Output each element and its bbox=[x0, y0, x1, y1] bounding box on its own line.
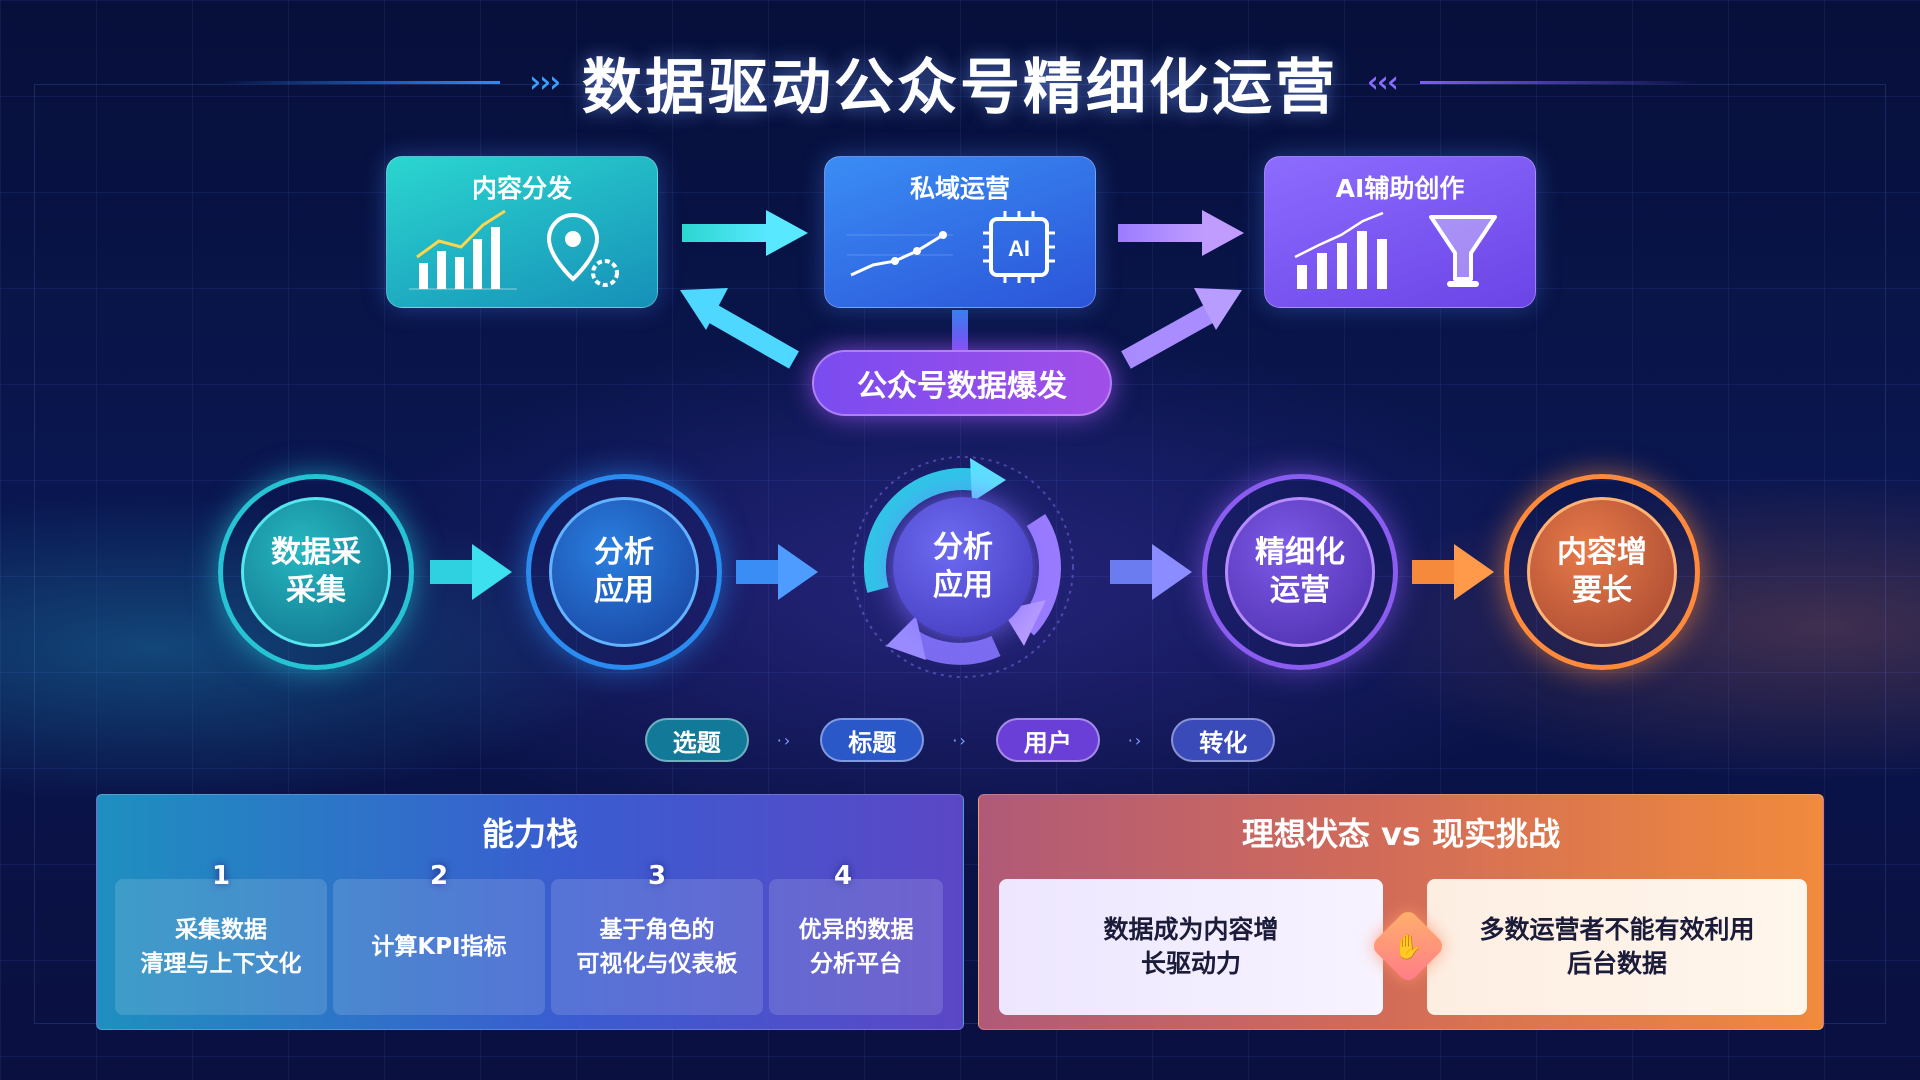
panel-title: 理想状态 vs 现实挑战 bbox=[1241, 815, 1561, 853]
node-label-line1: 精细化 bbox=[1255, 535, 1345, 570]
flow-node-growth[interactable]: 内容增要长 bbox=[1504, 474, 1700, 670]
item-line1: 基于角色的 bbox=[599, 917, 715, 943]
arrow-up-left-icon bbox=[680, 288, 799, 369]
dots-separator: ·› bbox=[1127, 730, 1144, 750]
ai-chip-trend-icon: AI bbox=[847, 211, 1055, 283]
step-number: 2 bbox=[429, 861, 449, 891]
arrow-up-right-icon bbox=[1121, 288, 1242, 369]
reality-line2: 后台数据 bbox=[1566, 949, 1667, 978]
hand-icon: ✋ bbox=[1393, 933, 1423, 961]
tag-topic[interactable]: 选题 bbox=[644, 718, 749, 762]
arrow-right-icon bbox=[1110, 544, 1192, 600]
node-label-line2: 要长 bbox=[1572, 573, 1632, 608]
reality-challenge-box[interactable]: 多数运营者不能有效利用后台数据 bbox=[1427, 879, 1807, 1015]
node-label-line1: 数据采 bbox=[271, 535, 361, 570]
capability-item[interactable]: 优异的数据分析平台 bbox=[769, 879, 943, 1015]
card-content-distribution[interactable]: 内容分发 bbox=[386, 156, 658, 308]
ideal-line2: 长驱动力 bbox=[1140, 949, 1241, 978]
title-row: ››› 数据驱动公众号精细化运营 ‹‹‹ bbox=[0, 42, 1920, 123]
ideal-vs-reality-panel: 理想状态 vs 现实挑战 数据成为内容增长驱动力 多数运营者不能有效利用后台数据… bbox=[978, 794, 1824, 1030]
flow-node-collect[interactable]: 数据采采集 bbox=[218, 474, 414, 670]
tag-user[interactable]: 用户 bbox=[995, 718, 1100, 762]
card-title: 私域运营 bbox=[909, 174, 1010, 203]
card-title: AI辅助创作 bbox=[1335, 174, 1465, 203]
tag-conversion[interactable]: 转化 bbox=[1171, 718, 1276, 762]
bar-chart-location-icon bbox=[409, 209, 619, 290]
dots-separator: ·› bbox=[776, 730, 793, 750]
item-line2: 清理与上下文化 bbox=[140, 951, 302, 977]
item-line1: 优异的数据 bbox=[798, 917, 914, 943]
page-title: 数据驱动公众号精细化运营 bbox=[582, 52, 1338, 123]
node-label-line1: 内容增 bbox=[1557, 535, 1647, 570]
capability-item[interactable]: 计算KPI指标 bbox=[333, 879, 545, 1015]
node-label-line1: 分析 bbox=[594, 535, 654, 570]
tag-headline[interactable]: 标题 bbox=[820, 718, 925, 762]
node-label-line1: 分析 bbox=[933, 530, 993, 565]
step-number: 1 bbox=[211, 861, 231, 891]
arrow-right-icon bbox=[430, 544, 512, 600]
flow-node-analyze[interactable]: 分析应用 bbox=[526, 474, 722, 670]
arrow-right-icon bbox=[682, 210, 808, 256]
cycle-arrows-icon bbox=[852, 456, 1074, 678]
arrow-right-icon bbox=[736, 544, 818, 600]
hub-data-burst[interactable]: 公众号数据爆发 bbox=[812, 350, 1112, 416]
card-title: 内容分发 bbox=[471, 174, 572, 203]
capability-item[interactable]: 采集数据清理与上下文化 bbox=[115, 879, 327, 1015]
title-line-right bbox=[1420, 80, 1701, 84]
chevron-left-icon: ‹‹‹ bbox=[1364, 64, 1402, 100]
topic-tags: 选题 ·› 标题 ·› 用户 ·› 转化 bbox=[0, 718, 1920, 762]
arrow-right-icon bbox=[1118, 210, 1244, 256]
node-label-line2: 运营 bbox=[1270, 573, 1330, 608]
flow-node-cycle-center[interactable]: 分析应用 bbox=[846, 450, 1080, 684]
dots-separator: ·› bbox=[952, 730, 968, 750]
item-line1: 计算KPI指标 bbox=[371, 934, 507, 960]
step-number: 4 bbox=[833, 861, 853, 891]
item-line1: 采集数据 bbox=[175, 917, 267, 943]
card-ai-creation[interactable]: AI辅助创作 bbox=[1264, 156, 1536, 308]
arrow-right-icon bbox=[1412, 544, 1494, 600]
hub-connector bbox=[952, 310, 968, 352]
chevron-right-icon: ››› bbox=[525, 64, 564, 100]
node-label-line2: 应用 bbox=[594, 573, 654, 608]
flow-node-refined-ops[interactable]: 精细化运营 bbox=[1202, 474, 1398, 670]
panel-title: 能力栈 bbox=[481, 815, 578, 853]
capability-panel: 能力栈 1 采集数据清理与上下文化 2 计算KPI指标 3 基于角色的可视化与仪… bbox=[96, 794, 964, 1030]
item-line2: 可视化与仪表板 bbox=[576, 951, 738, 977]
ai-chip-label: AI bbox=[1008, 236, 1030, 261]
ideal-state-box[interactable]: 数据成为内容增长驱动力 bbox=[999, 879, 1383, 1015]
step-number: 3 bbox=[647, 861, 667, 891]
bar-chart-funnel-icon bbox=[1294, 211, 1497, 289]
item-line2: 分析平台 bbox=[810, 951, 902, 977]
capability-item[interactable]: 基于角色的可视化与仪表板 bbox=[551, 879, 763, 1015]
title-line-left bbox=[219, 80, 500, 84]
reality-line1: 多数运营者不能有效利用 bbox=[1479, 915, 1755, 944]
node-label-line2: 应用 bbox=[933, 568, 993, 603]
card-private-domain[interactable]: 私域运营 AI bbox=[824, 156, 1096, 308]
node-label-line2: 采集 bbox=[286, 573, 346, 608]
ideal-line1: 数据成为内容增 bbox=[1103, 915, 1279, 944]
